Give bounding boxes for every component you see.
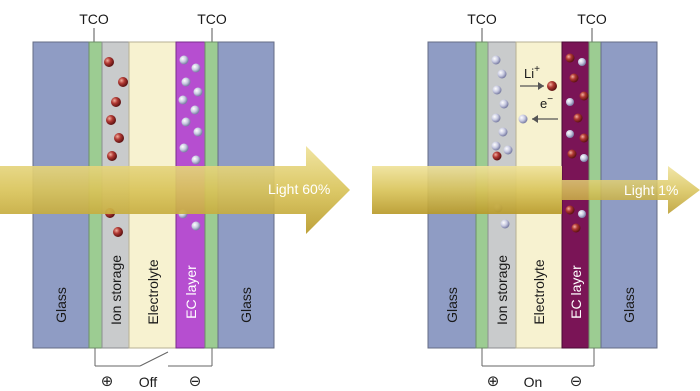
right-e-label: e− bbox=[540, 94, 553, 111]
right-tco-left-label: TCO bbox=[467, 11, 497, 27]
right-device: TCO TCO Li+ bbox=[372, 11, 700, 390]
left-glass-right-label: Glass bbox=[238, 287, 254, 323]
left-tco-left-label: TCO bbox=[79, 11, 109, 27]
right-glass-left-label: Glass bbox=[444, 287, 460, 323]
left-ec-layer-label: EC layer bbox=[183, 265, 199, 319]
right-ec-layer-label: EC layer bbox=[568, 265, 584, 319]
right-ion-storage-label: Ion storage bbox=[494, 255, 510, 325]
left-light-label: Light 60% bbox=[268, 181, 330, 197]
right-e-charge: − bbox=[547, 94, 553, 105]
left-device: TCO TCO bbox=[0, 11, 350, 390]
right-switch-state: On bbox=[524, 374, 543, 390]
right-ion-particles-storage bbox=[492, 151, 502, 161]
left-electrolyte-label: Electrolyte bbox=[145, 259, 161, 325]
left-plus-terminal: ⊕ bbox=[101, 372, 114, 390]
left-ion-storage-label: Ion storage bbox=[108, 255, 124, 325]
left-tco-right-label: TCO bbox=[197, 11, 227, 27]
left-switch-state: Off bbox=[139, 374, 158, 390]
left-circuit bbox=[94, 348, 213, 367]
right-plus-terminal: ⊕ bbox=[487, 372, 500, 390]
left-light-arrow bbox=[0, 146, 350, 234]
right-glass-right-label: Glass bbox=[621, 287, 637, 323]
right-light-label: Light 1% bbox=[624, 182, 678, 198]
right-light-arrow-transmitted bbox=[562, 166, 700, 214]
left-glass-left-label: Glass bbox=[53, 287, 69, 323]
right-minus-terminal: ⊖ bbox=[570, 372, 583, 390]
left-ion-particles bbox=[104, 57, 128, 237]
right-ec-particles bbox=[565, 53, 589, 233]
right-li-charge: + bbox=[534, 64, 540, 75]
right-li-label: Li+ bbox=[524, 64, 540, 81]
right-circuit bbox=[481, 348, 595, 367]
right-migration: Li+ e− bbox=[518, 64, 558, 124]
right-electrolyte-label: Electrolyte bbox=[531, 259, 547, 325]
right-tco-right-label: TCO bbox=[577, 11, 607, 27]
left-minus-terminal: ⊖ bbox=[189, 372, 202, 390]
right-light-arrow-incoming bbox=[372, 166, 562, 214]
